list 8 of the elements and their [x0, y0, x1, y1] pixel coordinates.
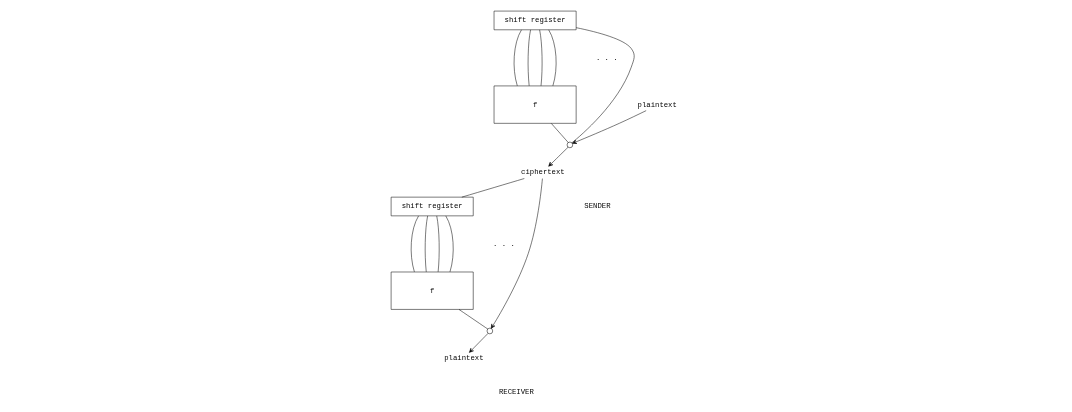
- node-circle: [486, 327, 493, 334]
- arrow: [548, 146, 569, 167]
- connector: [571, 26, 635, 143]
- arrow: [572, 109, 647, 144]
- node-circle: [566, 141, 574, 148]
- connector: [458, 308, 489, 329]
- arrow: [469, 332, 489, 353]
- arrow: [490, 177, 543, 329]
